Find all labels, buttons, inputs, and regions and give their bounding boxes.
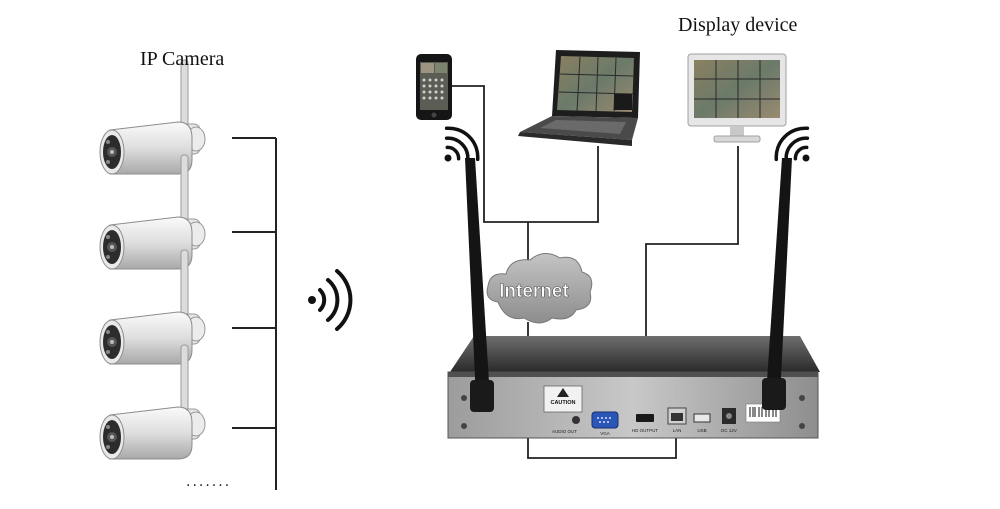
network-lines [452, 85, 739, 459]
laptop-icon [518, 50, 640, 146]
wifi-signal-icon-left [444, 126, 480, 162]
port-vga-label: VGA [600, 431, 610, 436]
port-hdmi-label: HD OUTPUT [632, 428, 658, 433]
port-power-label: DC 12V [721, 428, 737, 433]
internet-cloud-icon: Internet [486, 253, 593, 324]
port-usb-label: USB [697, 428, 706, 433]
ip-camera-label: IP Camera [140, 48, 225, 70]
nvr-antenna-right [762, 158, 792, 410]
nvr-recorder-icon: CAUTION AUDIO OUT VGA HD OUTPUT LAN USB … [447, 336, 820, 439]
monitor-icon [687, 53, 787, 143]
wifi-signal-icon-right [774, 126, 810, 162]
wifi-signal-icon [308, 269, 353, 331]
ip-camera-1 [99, 59, 206, 175]
caution-label: CAUTION [550, 400, 575, 406]
smartphone-icon [416, 54, 452, 120]
nvr-antenna-left [465, 158, 494, 412]
internet-label: Internet [499, 281, 569, 302]
more-cameras-ellipsis: ....... [186, 474, 232, 490]
display-device-label: Display device [678, 14, 798, 36]
port-lan-label: LAN [673, 428, 682, 433]
camera-bus-lines [232, 137, 277, 490]
port-audio-label: AUDIO OUT [552, 429, 577, 434]
